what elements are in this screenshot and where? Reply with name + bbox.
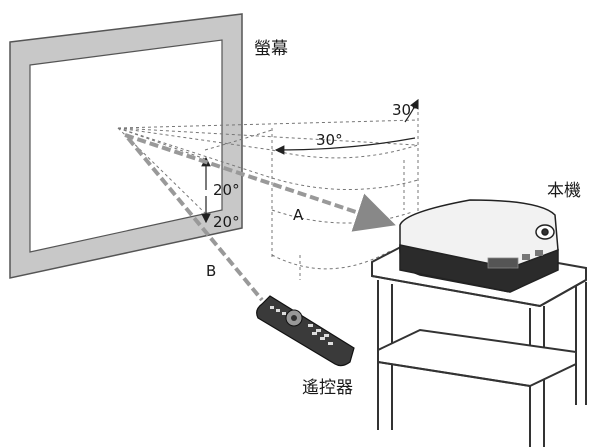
remote-control [256,295,355,367]
screen-label: 螢幕 [254,39,288,59]
path-b-arrow [126,136,264,302]
screen [9,13,243,279]
angle-top-right-label: 30° [392,101,419,119]
path-a-label: A [293,206,304,224]
projector [399,199,559,293]
path-a-arrow [124,133,396,232]
path-b-label: B [206,262,216,280]
remote-label: 遙控器 [302,378,353,398]
angle-vertical-down-label: 20° [213,213,240,231]
angle-horizontal-label: 30° [316,131,343,149]
projector-label: 本機 [547,181,581,201]
angle-markers [201,98,419,224]
signal-paths [124,133,396,302]
angle-vertical-up-label: 20° [213,181,240,199]
